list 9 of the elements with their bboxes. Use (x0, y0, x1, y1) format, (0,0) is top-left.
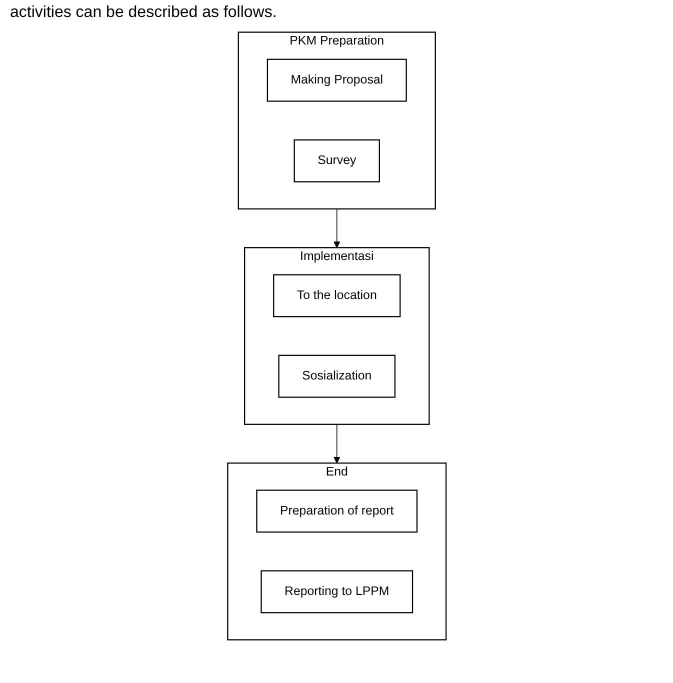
node-box: To the location (272, 274, 400, 318)
arrow (333, 208, 340, 248)
node-box: Preparation of report (256, 490, 418, 533)
node-box: Reporting to LPPM (260, 570, 413, 614)
node-box: Making Proposal (266, 58, 407, 102)
node-box: Sosialization (278, 354, 396, 398)
node-box: Survey (293, 139, 380, 182)
intro-text: activities can be described as follows. (10, 4, 278, 22)
arrow (333, 424, 340, 464)
